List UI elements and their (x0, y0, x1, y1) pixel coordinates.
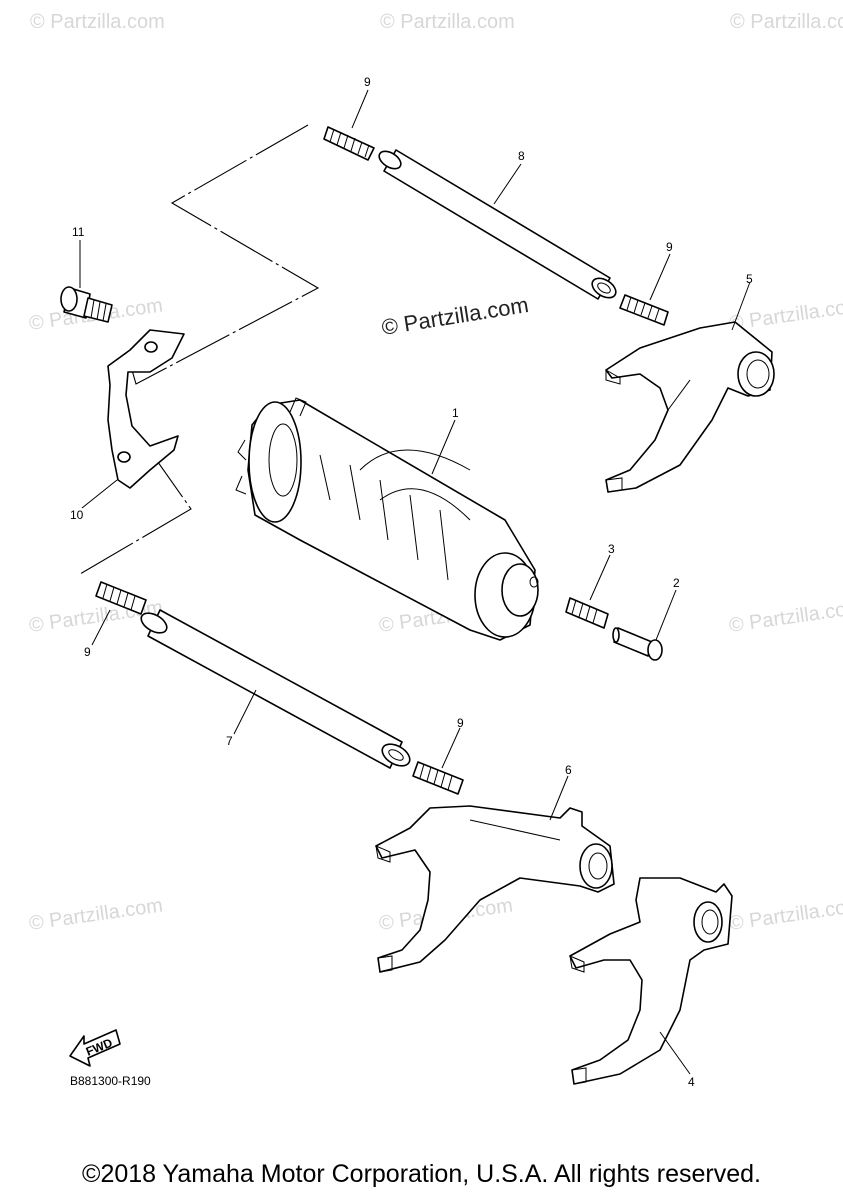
callout-9: 9 (666, 240, 673, 254)
callout-7: 7 (226, 734, 233, 748)
callout-8: 8 (518, 149, 525, 163)
callout-9: 9 (364, 75, 371, 89)
watermark-text: © Partzilla.com (730, 11, 843, 33)
callout-6: 6 (565, 763, 572, 777)
spring-9-left (95, 581, 147, 615)
shift-drum-1 (235, 397, 539, 641)
leader-lines (79, 89, 751, 1075)
callout-3: 3 (608, 542, 615, 556)
forward-direction-arrow: FWD (69, 1029, 121, 1067)
shift-fork-5 (605, 321, 775, 493)
spring-3 (565, 597, 609, 629)
watermark-text: © Partzilla.com (728, 596, 843, 637)
spring-9-bottom (412, 761, 464, 795)
callout-9: 9 (457, 716, 464, 730)
watermark-text: © Partzilla.com (30, 11, 165, 33)
watermark-layer: © Partzilla.com © Partzilla.com © Partzi… (28, 11, 843, 935)
diagram-code: B881300-R190 (70, 1074, 151, 1088)
copyright-notice: ©2018 Yamaha Motor Corporation, U.S.A. A… (82, 1160, 761, 1188)
watermark-text: © Partzilla.com (28, 894, 165, 935)
shift-fork-shaft-8 (378, 149, 617, 300)
fwd-label: FWD (84, 1035, 115, 1058)
shift-fork-shaft-7 (140, 609, 411, 769)
callout-1: 1 (452, 406, 459, 420)
stopper-plate-10 (107, 329, 185, 489)
shift-fork-4 (569, 877, 733, 1085)
watermark-center: © Partzilla.com (380, 292, 530, 340)
callout-9: 9 (84, 645, 91, 659)
watermark-text: © Partzilla.com (728, 894, 843, 935)
callout-5: 5 (746, 272, 753, 286)
watermark-text: © Partzilla.com (380, 11, 515, 33)
callout-2: 2 (673, 576, 680, 590)
pin-2 (612, 627, 663, 661)
spring-9-right (619, 294, 669, 326)
callout-4: 4 (688, 1075, 695, 1089)
bolt-11 (60, 286, 113, 323)
spring-9-top (323, 126, 375, 161)
shift-fork-6 (375, 805, 615, 973)
watermark-text: © Partzilla.com (728, 294, 843, 335)
callout-11: 11 (72, 225, 85, 239)
callout-layer: 9 8 9 5 11 1 10 3 2 9 7 9 6 4 (70, 75, 753, 1089)
callout-10: 10 (70, 508, 84, 522)
phantom-lines (79, 124, 320, 575)
